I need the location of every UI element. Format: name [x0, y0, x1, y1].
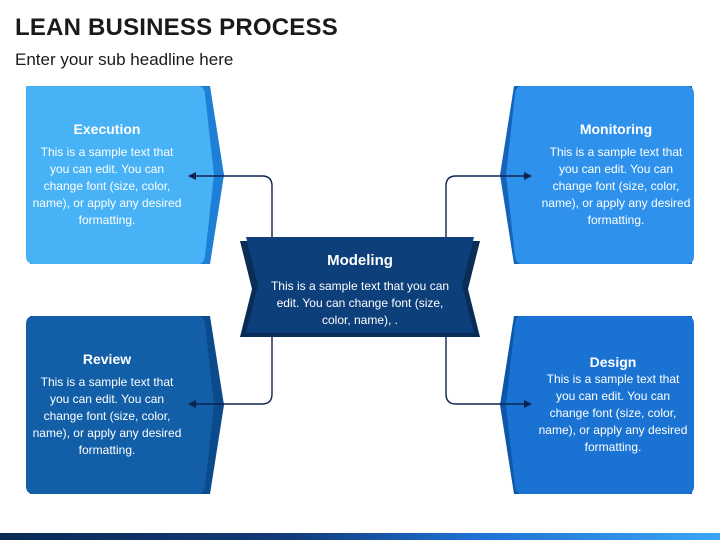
execution-body: This is a sample text that you can edit.…: [32, 145, 182, 227]
modeling-shape: [240, 237, 480, 337]
review-body: This is a sample text that you can edit.…: [32, 375, 182, 457]
review-shape: [26, 316, 224, 494]
connector-to-monitoring: [445, 172, 532, 238]
page-title: LEAN BUSINESS PROCESS: [15, 14, 338, 41]
review-card: Review This is a sample text that you ca…: [32, 350, 182, 459]
execution-card: Execution This is a sample text that you…: [32, 120, 182, 229]
design-face: [506, 316, 694, 494]
modeling-face: [246, 237, 474, 333]
review-heading: Review: [82, 351, 132, 367]
monitoring-heading: Monitoring: [579, 121, 653, 137]
monitoring-shape: [500, 86, 694, 264]
review-face: [26, 316, 214, 494]
connectors: [188, 172, 532, 408]
design-body: This is a sample text that you can edit.…: [538, 372, 688, 454]
modeling-body: This is a sample text that you can edit.…: [270, 279, 450, 327]
monitoring-card: Monitoring This is a sample text that yo…: [541, 120, 691, 229]
execution-face: [26, 86, 214, 264]
footer-gradient-bar: [0, 533, 720, 540]
design-card: Design This is a sample text that you ca…: [538, 353, 688, 456]
execution-heading: Execution: [73, 121, 141, 137]
design-heading: Design: [589, 354, 637, 370]
modeling-card: Modeling This is a sample text that you …: [262, 252, 458, 329]
connector-to-review: [188, 335, 273, 408]
design-shape: [500, 316, 694, 494]
monitoring-face: [506, 86, 694, 264]
connector-to-design: [445, 335, 532, 408]
modeling-heading: Modeling: [327, 252, 393, 269]
monitoring-body: This is a sample text that you can edit.…: [541, 145, 691, 227]
execution-shape: [26, 86, 224, 264]
page-subtitle: Enter your sub headline here: [15, 50, 234, 69]
connector-to-execution: [188, 172, 273, 238]
